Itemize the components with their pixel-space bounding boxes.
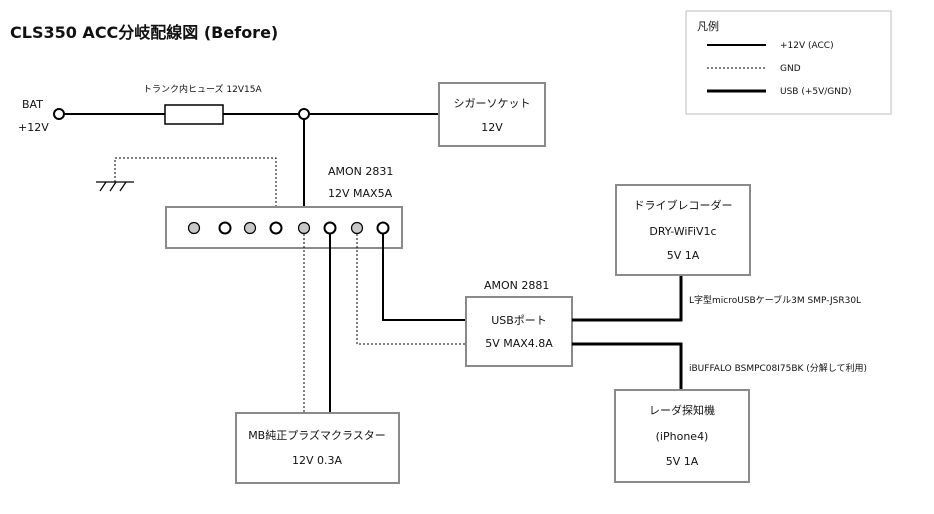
cluster-name: MB純正プラズマクラスター xyxy=(248,428,386,442)
legend-item-usb: USB (+5V/GND) xyxy=(780,87,851,97)
drive-recorder-rating: 5V 1A xyxy=(667,249,700,262)
usb-cable-radar xyxy=(572,342,683,390)
usb-port-box xyxy=(465,296,573,367)
fuse-symbol xyxy=(164,104,224,125)
port-7 xyxy=(350,221,364,235)
amon2831-rating: 12V MAX5A xyxy=(328,187,393,200)
radar-box xyxy=(614,389,750,483)
battery-voltage: +12V xyxy=(18,121,49,134)
port-6 xyxy=(323,221,337,235)
port-8 xyxy=(376,221,390,235)
radar-name: レーダ探知機 xyxy=(649,403,715,417)
fuse-label: トランク内ヒューズ 12V15A xyxy=(143,83,262,95)
ground-symbol xyxy=(96,181,134,192)
amon2881-label: AMON 2881 xyxy=(484,279,549,292)
cluster-rating: 12V 0.3A xyxy=(292,454,343,467)
legend-item-acc: +12V (ACC) xyxy=(780,41,834,51)
cable2-label: iBUFFALO BSMPC08I75BK (分解して利用) xyxy=(689,362,867,374)
port-2 xyxy=(218,221,232,235)
cigar-socket-name: シガーソケット xyxy=(454,97,531,110)
cigar-socket-voltage: 12V xyxy=(481,121,503,134)
battery-name: BAT xyxy=(22,98,43,111)
diagram-title: CLS350 ACC分岐配線図 (Before) xyxy=(10,23,278,42)
port-5 xyxy=(297,221,311,235)
usb-port-rating: 5V MAX4.8A xyxy=(485,337,553,350)
legend: 凡例 +12V (ACC) GND USB (+5V/GND) xyxy=(685,10,892,115)
drive-recorder-model: DRY-WiFiV1c xyxy=(649,225,716,238)
port-3 xyxy=(243,221,257,235)
usb-cable-drive-recorder xyxy=(572,275,683,322)
radar-device: (iPhone4) xyxy=(656,430,709,443)
drive-recorder-name: ドライブレコーダー xyxy=(634,198,733,212)
wire-usb-12v xyxy=(382,234,466,321)
cable1-label: L字型microUSBケーブル3M SMP-JSR30L xyxy=(689,294,861,306)
cluster-box xyxy=(235,412,400,484)
port-1 xyxy=(187,221,201,235)
legend-item-gnd: GND xyxy=(780,64,801,74)
cigar-socket-box xyxy=(438,82,546,147)
gnd-wire xyxy=(114,157,277,207)
junction-node xyxy=(298,108,310,120)
battery-terminal xyxy=(53,108,65,120)
port-4 xyxy=(269,221,283,235)
legend-heading: 凡例 xyxy=(697,19,719,33)
amon2831-box xyxy=(165,206,403,249)
drive-recorder-box xyxy=(615,184,751,276)
legend-frame xyxy=(685,10,892,115)
usb-port-name: USBポート xyxy=(491,314,547,327)
amon2831-model: AMON 2831 xyxy=(328,165,393,178)
radar-rating: 5V 1A xyxy=(666,455,699,468)
gnd-wire-usb xyxy=(356,234,466,345)
